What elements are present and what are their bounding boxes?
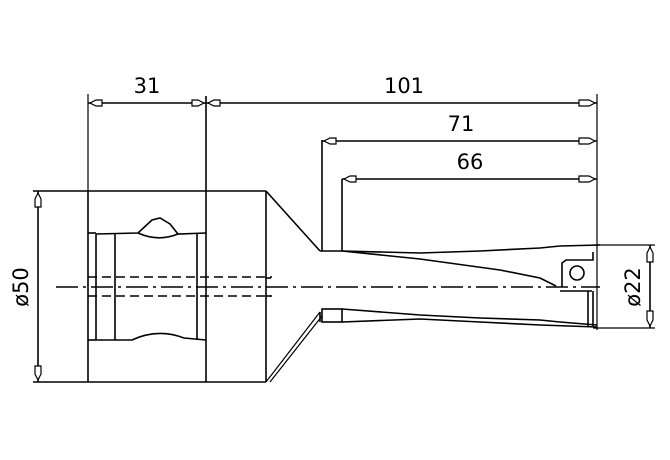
dimension-66: 66 [342,150,597,183]
dimension-dia50: ø50 [9,191,42,382]
dimension-label-31: 31 [134,74,161,98]
dimension-101: 101 [206,74,598,330]
dimension-label-dia22: ø22 [621,267,645,307]
dimension-71: 71 [322,112,597,145]
neck-taper [265,190,323,383]
boring-bar [320,140,601,328]
clamp-groove [88,217,207,341]
dimension-label-dia50: ø50 [9,267,33,307]
dimension-label-66: 66 [457,150,484,174]
dimension-label-71: 71 [448,112,475,136]
dimension-dia22: ø22 [593,244,655,329]
hidden-bore [88,276,272,297]
shank-body [33,96,267,383]
dimension-31: 31 [87,74,206,191]
cutting-insert [560,252,594,326]
dimension-label-101: 101 [384,74,424,98]
